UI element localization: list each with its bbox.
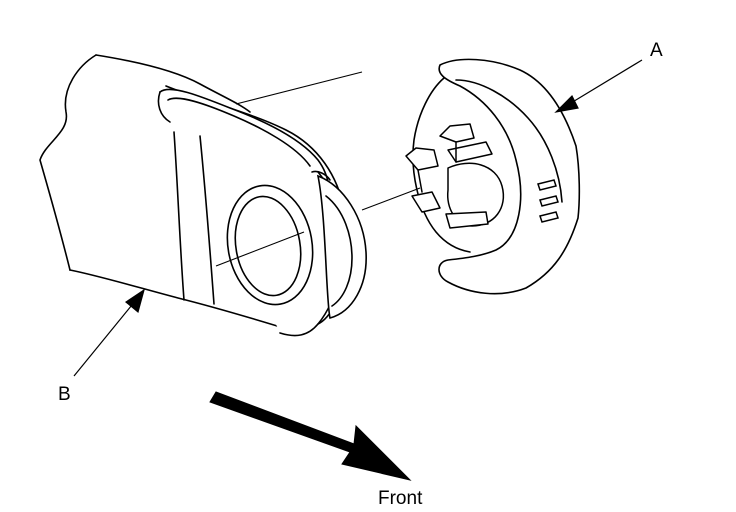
leader-a-arrowhead [554, 94, 579, 113]
bushing-part-a [412, 58, 581, 295]
arm-top-edge [95, 54, 251, 113]
label-part-b: B [58, 384, 71, 405]
leader-a [554, 59, 643, 113]
sleeve-lower-tab [445, 211, 489, 229]
arm-break-line [39, 54, 97, 271]
arm-bottom-edge [69, 269, 301, 334]
slot-1 [537, 179, 557, 191]
arm-flange [311, 170, 367, 319]
bushing-shell-edge [455, 79, 563, 203]
leader-b [73, 288, 146, 377]
flange-lip [311, 170, 331, 181]
sleeve-lower-left [411, 191, 441, 213]
arm-parting-line-1 [173, 131, 185, 301]
arm-rib-inner [167, 97, 311, 167]
upper-assembly-line [235, 71, 363, 105]
slot-2 [539, 195, 559, 207]
slot-3 [539, 211, 559, 223]
sleeve-right-tab [447, 141, 493, 163]
label-part-a: A [650, 40, 663, 61]
bushing-shell [438, 58, 581, 295]
arm-rib-tip [157, 91, 171, 123]
bushing-side-slots [537, 179, 559, 223]
arm-parting-line-2 [199, 135, 215, 305]
assembly-lines [215, 71, 421, 267]
bushing-face [412, 77, 471, 253]
sleeve-top-block [439, 123, 475, 143]
sleeve-left-block [405, 147, 439, 171]
bushing-inner-sleeve [405, 123, 505, 229]
front-direction-arrow-icon [209, 391, 412, 481]
flange-inner [325, 195, 353, 307]
sleeve-bore [447, 162, 505, 227]
axis-line-left [215, 231, 305, 267]
label-front: Front [378, 488, 423, 509]
flange-outer [316, 174, 367, 319]
axis-line-right [361, 187, 421, 211]
sleeve-link-2 [417, 169, 423, 193]
leader-b-arrowhead [124, 288, 146, 314]
